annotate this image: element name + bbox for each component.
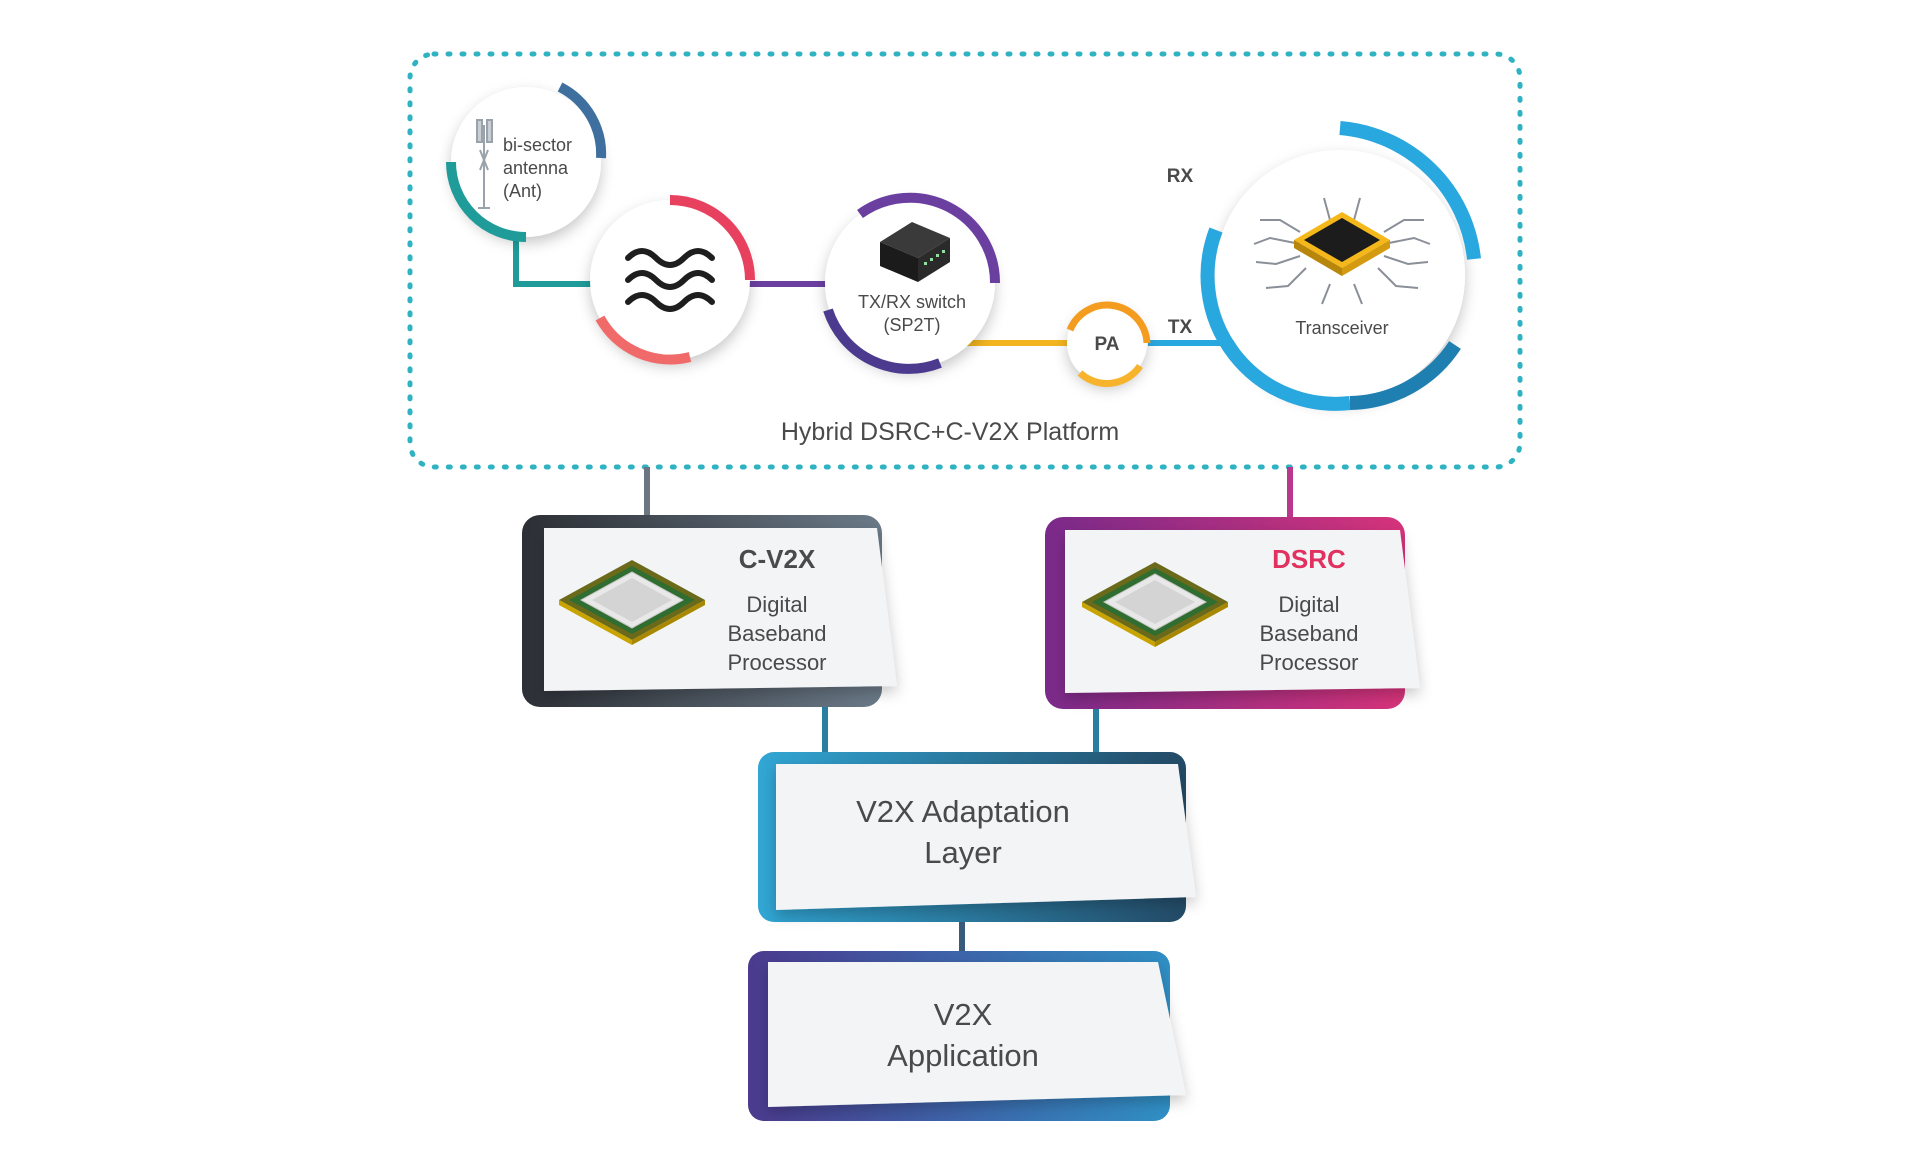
dsrc-line-1: Digital xyxy=(1278,592,1339,617)
tx-label: TX xyxy=(1168,317,1193,338)
pa-node: PA xyxy=(1066,301,1151,387)
application-card: V2X Application xyxy=(748,951,1186,1121)
switch-label-line-2: (SP2T) xyxy=(883,315,940,335)
rf-connections xyxy=(513,190,1270,346)
antenna-label-line-2: antenna xyxy=(503,158,569,178)
switch-label-line-1: TX/RX switch xyxy=(858,292,966,312)
adaptation-line-1: V2X Adaptation xyxy=(856,794,1070,829)
txrx-switch-node: TX/RX switch (SP2T) xyxy=(823,192,1001,374)
cv2x-line-1: Digital xyxy=(746,592,807,617)
platform-title: Hybrid DSRC+C-V2X Platform xyxy=(781,418,1119,446)
cv2x-processor-card: C-V2X Digital Baseband Processor xyxy=(522,515,897,707)
pa-label: PA xyxy=(1095,334,1120,355)
wave-filter-icon xyxy=(625,248,715,312)
switch-box-icon xyxy=(880,222,950,282)
platform-boundary xyxy=(407,51,1523,470)
antenna-node: bi-sector antenna (Ant) xyxy=(446,82,607,242)
application-line-2: Application xyxy=(887,1038,1039,1073)
transceiver-label: Transceiver xyxy=(1295,318,1388,338)
chip-icon xyxy=(1253,197,1431,305)
dsrc-processor-card: DSRC Digital Baseband Processor xyxy=(1045,517,1420,709)
cv2x-title: C-V2X xyxy=(739,544,816,574)
antenna-label-line-3: (Ant) xyxy=(503,181,542,201)
dsrc-line-2: Baseband xyxy=(1259,621,1358,646)
application-line-1: V2X xyxy=(934,997,993,1032)
dsrc-title: DSRC xyxy=(1272,544,1346,574)
adaptation-line-2: Layer xyxy=(924,835,1002,870)
cpu-chip-icon xyxy=(559,560,705,645)
rx-label: RX xyxy=(1167,166,1194,187)
antenna-label-line-1: bi-sector xyxy=(503,135,572,155)
transceiver-node: Transceiver xyxy=(1200,121,1481,411)
filter-node xyxy=(590,195,755,365)
cpu-chip-icon xyxy=(1082,562,1228,647)
cv2x-line-2: Baseband xyxy=(727,621,826,646)
dsrc-line-3: Processor xyxy=(1259,650,1358,675)
cv2x-line-3: Processor xyxy=(727,650,826,675)
antenna-tower-icon xyxy=(476,119,493,209)
adaptation-layer-card: V2X Adaptation Layer xyxy=(758,752,1196,922)
